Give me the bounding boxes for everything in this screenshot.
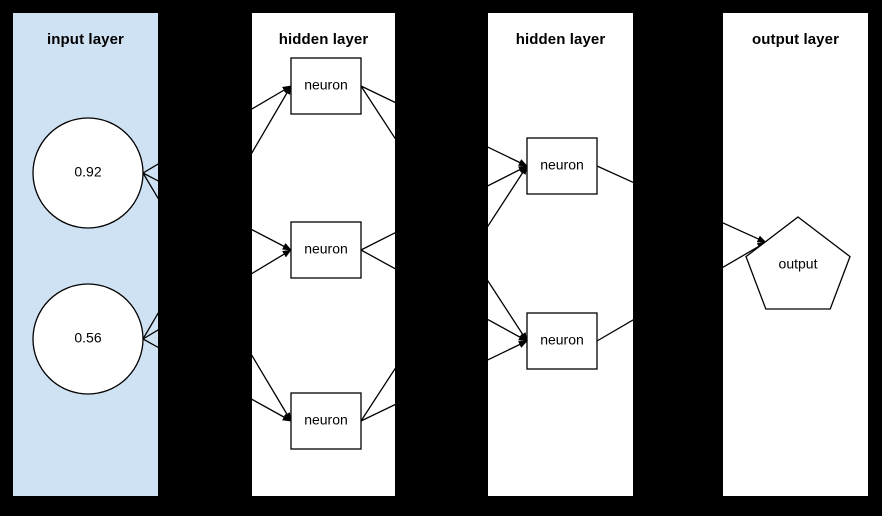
node-label-hidden1-1: neuron bbox=[304, 77, 348, 93]
edge-hidden1-3-to-hidden2-1 bbox=[360, 367, 395, 422]
node-hidden1-1[interactable]: neuron bbox=[290, 57, 362, 115]
node-label-hidden2-1: neuron bbox=[540, 157, 584, 173]
node-hidden2-2[interactable]: neuron bbox=[526, 312, 598, 370]
node-label-input-2: 0.56 bbox=[74, 330, 101, 346]
node-label-hidden1-3: neuron bbox=[304, 412, 348, 428]
node-shape-output-1[interactable] bbox=[745, 216, 851, 310]
node-label-output-1: output bbox=[779, 256, 818, 272]
lane-graphics-hidden-layer-1: neuron neuron neuron bbox=[252, 57, 395, 450]
edge-hidden1-3-to-hidden2-1 bbox=[488, 165, 528, 228]
edge-hidden1-1-to-hidden2-1 bbox=[360, 85, 395, 104]
edge-hidden2-2-to-output-1 bbox=[723, 241, 767, 269]
node-shape-hidden1-1[interactable] bbox=[290, 57, 362, 115]
lane-graphics-hidden-layer-2: neuron neuron bbox=[488, 137, 633, 370]
edge-hidden1-3-to-hidden2-2 bbox=[360, 403, 395, 422]
node-input-2[interactable]: 0.56 bbox=[32, 283, 144, 395]
node-output-1[interactable]: output bbox=[745, 216, 851, 310]
edge-hidden2-1-to-output-1 bbox=[596, 165, 633, 183]
edge-input-2-to-hidden1-1 bbox=[142, 312, 158, 340]
lane-graphics-output-layer: output bbox=[723, 216, 851, 310]
edge-input-2-to-hidden1-3 bbox=[142, 338, 158, 349]
node-hidden1-3[interactable]: neuron bbox=[290, 392, 362, 450]
edge-hidden1-1-to-hidden2-2 bbox=[360, 85, 395, 140]
edge-hidden1-2-to-hidden2-2 bbox=[360, 249, 395, 270]
edge-input-1-to-hidden1-3 bbox=[142, 172, 158, 200]
edge-input-1-to-hidden1-1 bbox=[252, 85, 292, 110]
node-hidden1-2[interactable]: neuron bbox=[290, 221, 362, 279]
node-label-hidden1-2: neuron bbox=[304, 241, 348, 257]
edge-hidden1-3-to-hidden2-2 bbox=[488, 340, 528, 361]
edge-input-2-to-hidden1-3 bbox=[252, 398, 292, 422]
node-shape-hidden1-2[interactable] bbox=[290, 221, 362, 279]
node-shape-hidden2-1[interactable] bbox=[526, 137, 598, 195]
edge-hidden1-1-to-hidden2-2 bbox=[488, 279, 528, 342]
edge-hidden1-2-to-hidden2-1 bbox=[360, 232, 395, 251]
node-shape-hidden1-3[interactable] bbox=[290, 392, 362, 450]
node-shape-hidden2-2[interactable] bbox=[526, 312, 598, 370]
edge-hidden1-1-to-hidden2-1 bbox=[488, 146, 528, 167]
node-label-hidden2-2: neuron bbox=[540, 332, 584, 348]
node-shape-input-1[interactable] bbox=[32, 117, 144, 229]
edge-input-2-to-hidden1-1 bbox=[252, 85, 292, 154]
edge-input-1-to-hidden1-1 bbox=[142, 163, 158, 174]
lane-graphics-input-layer: 0.92 0.56 bbox=[32, 117, 158, 395]
edge-hidden1-2-to-hidden2-2 bbox=[488, 318, 528, 342]
edge-input-1-to-hidden1-2 bbox=[252, 228, 292, 251]
edge-input-1-to-hidden1-3 bbox=[252, 354, 292, 422]
edge-hidden2-2-to-output-1 bbox=[596, 319, 633, 342]
edge-hidden1-2-to-hidden2-1 bbox=[488, 165, 528, 187]
edge-hidden2-1-to-output-1 bbox=[723, 222, 767, 243]
node-shape-input-2[interactable] bbox=[32, 283, 144, 395]
node-hidden2-1[interactable]: neuron bbox=[526, 137, 598, 195]
node-input-1[interactable]: 0.92 bbox=[32, 117, 144, 229]
edge-input-2-to-hidden1-2 bbox=[252, 249, 292, 275]
node-label-input-1: 0.92 bbox=[74, 164, 101, 180]
